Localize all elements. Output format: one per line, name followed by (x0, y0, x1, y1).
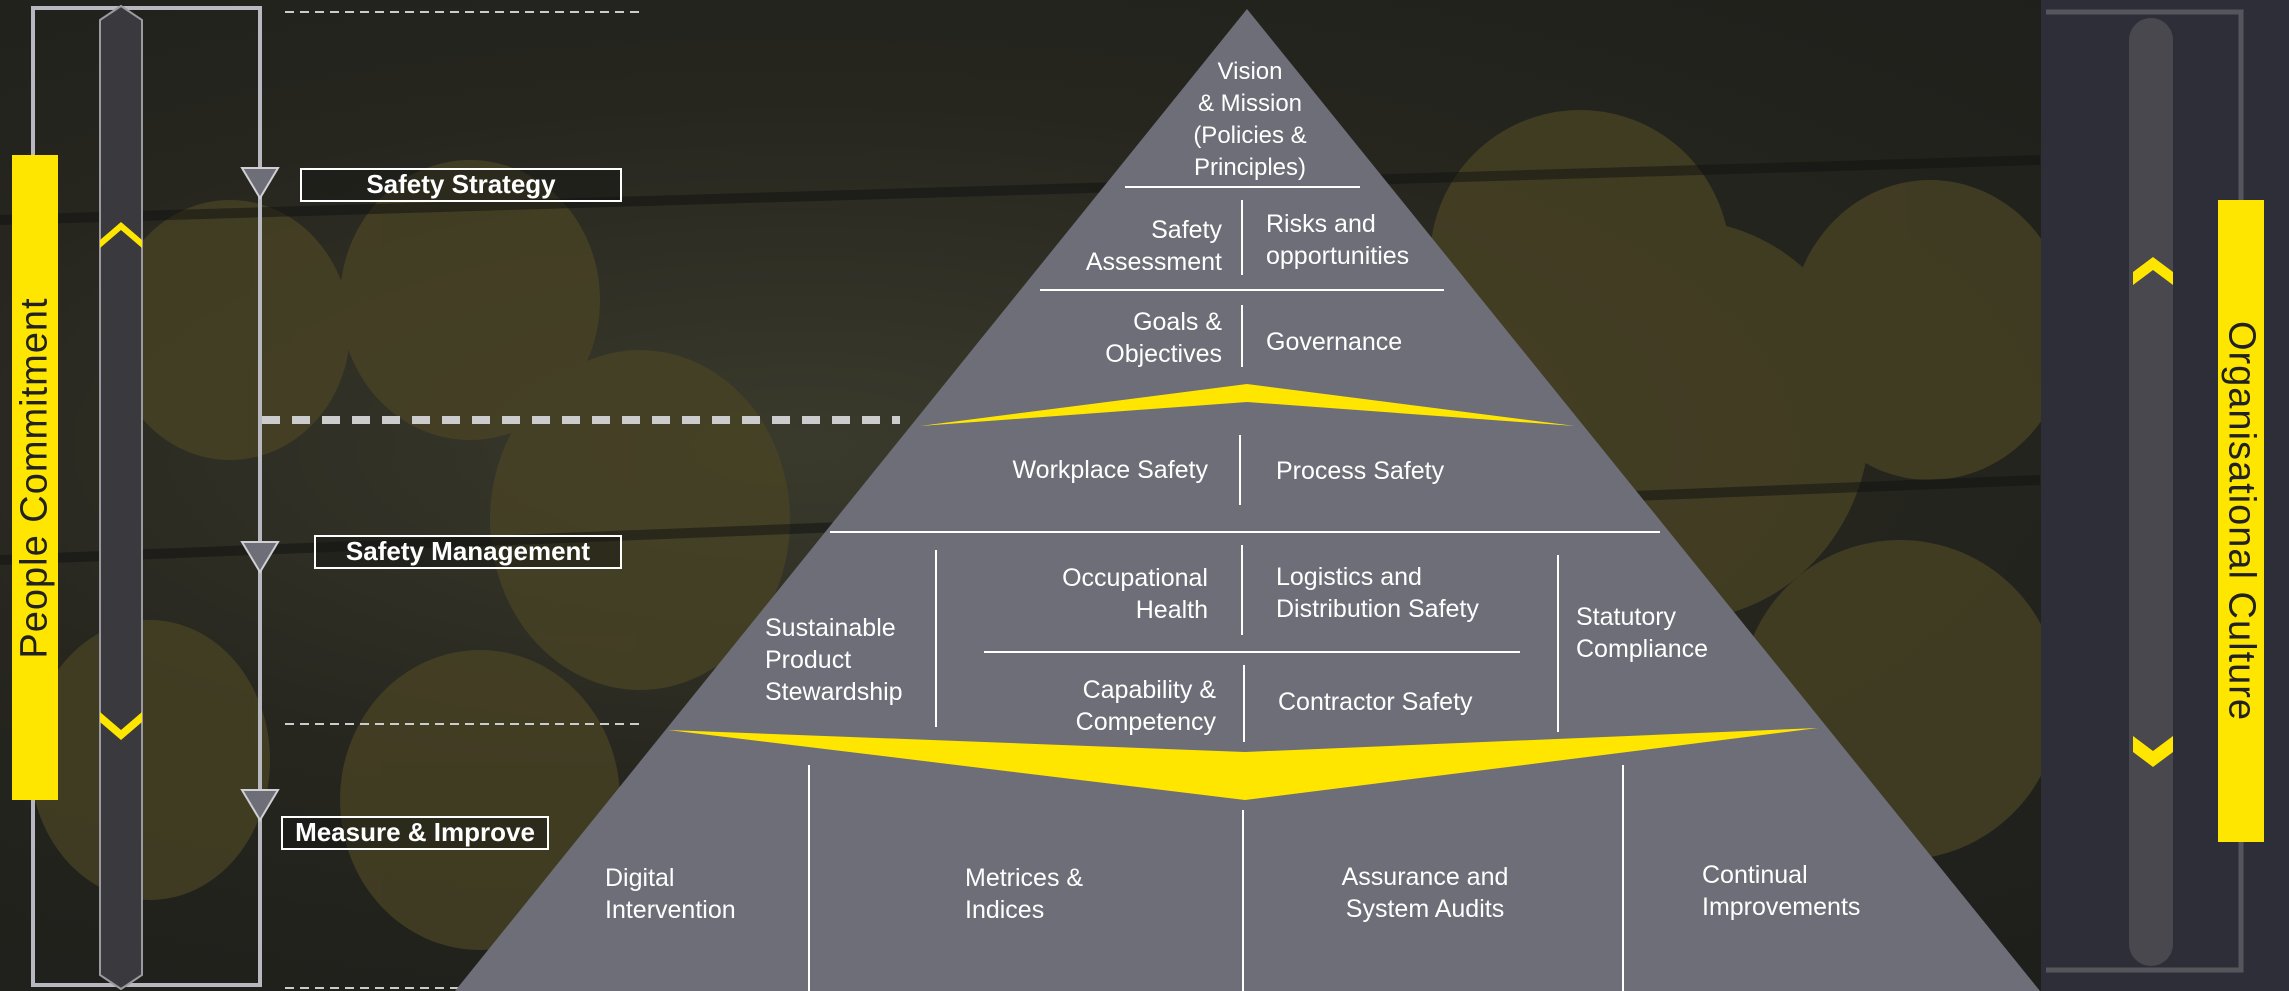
contractor-safety-text: Contractor Safety (1278, 688, 1473, 716)
process-safety-text: Process Safety (1276, 457, 1445, 485)
workplace-safety-text: Workplace Safety (1012, 456, 1208, 484)
arrow-down-icon (240, 541, 280, 574)
chevron-down-icon (2133, 736, 2173, 767)
assurance-audits-text: Assurance and System Audits (1341, 863, 1509, 923)
risks-opportunities-text: Risks and opportunities (1266, 210, 1410, 270)
continual-improvements-text: Continual Improvements (1702, 861, 1861, 921)
logistics-safety-text: Logistics and Distribution Safety (1276, 563, 1479, 623)
digital-intervention-text: Digital Intervention (605, 864, 736, 924)
stage-safety-strategy: Safety Strategy (300, 168, 622, 202)
stage-safety-management: Safety Management (314, 535, 622, 569)
arrow-down-icon (240, 789, 280, 822)
metrices-indices-text: Metrices & Indices (965, 864, 1084, 924)
organisational-culture-bar (2218, 200, 2264, 842)
chevron-up-icon (100, 222, 142, 248)
occupational-health-text: Occupational Health (1062, 564, 1208, 624)
sustainable-stewardship-text: Sustainable Product Stewardship (765, 614, 903, 706)
vision-mission-text: Vision & Mission (Policies & Principles) (1193, 58, 1307, 181)
people-commitment-bar (12, 155, 58, 800)
stage-measure-improve: Measure & Improve (281, 816, 549, 850)
capability-competency-text: Capability & Competency (1075, 676, 1216, 736)
organisational-culture-label: Organisational Culture (2220, 320, 2263, 722)
chevron-up-icon (2133, 257, 2173, 285)
statutory-compliance-text: Statutory Compliance (1576, 603, 1709, 663)
chevron-down-icon (100, 712, 142, 740)
safety-assessment-text: Safety Assessment (1085, 216, 1222, 276)
goals-objectives-text: Goals & Objectives (1105, 308, 1222, 368)
governance-text: Governance (1266, 328, 1403, 356)
arrow-down-icon (240, 167, 280, 200)
left-flow-graphic (31, 4, 900, 991)
